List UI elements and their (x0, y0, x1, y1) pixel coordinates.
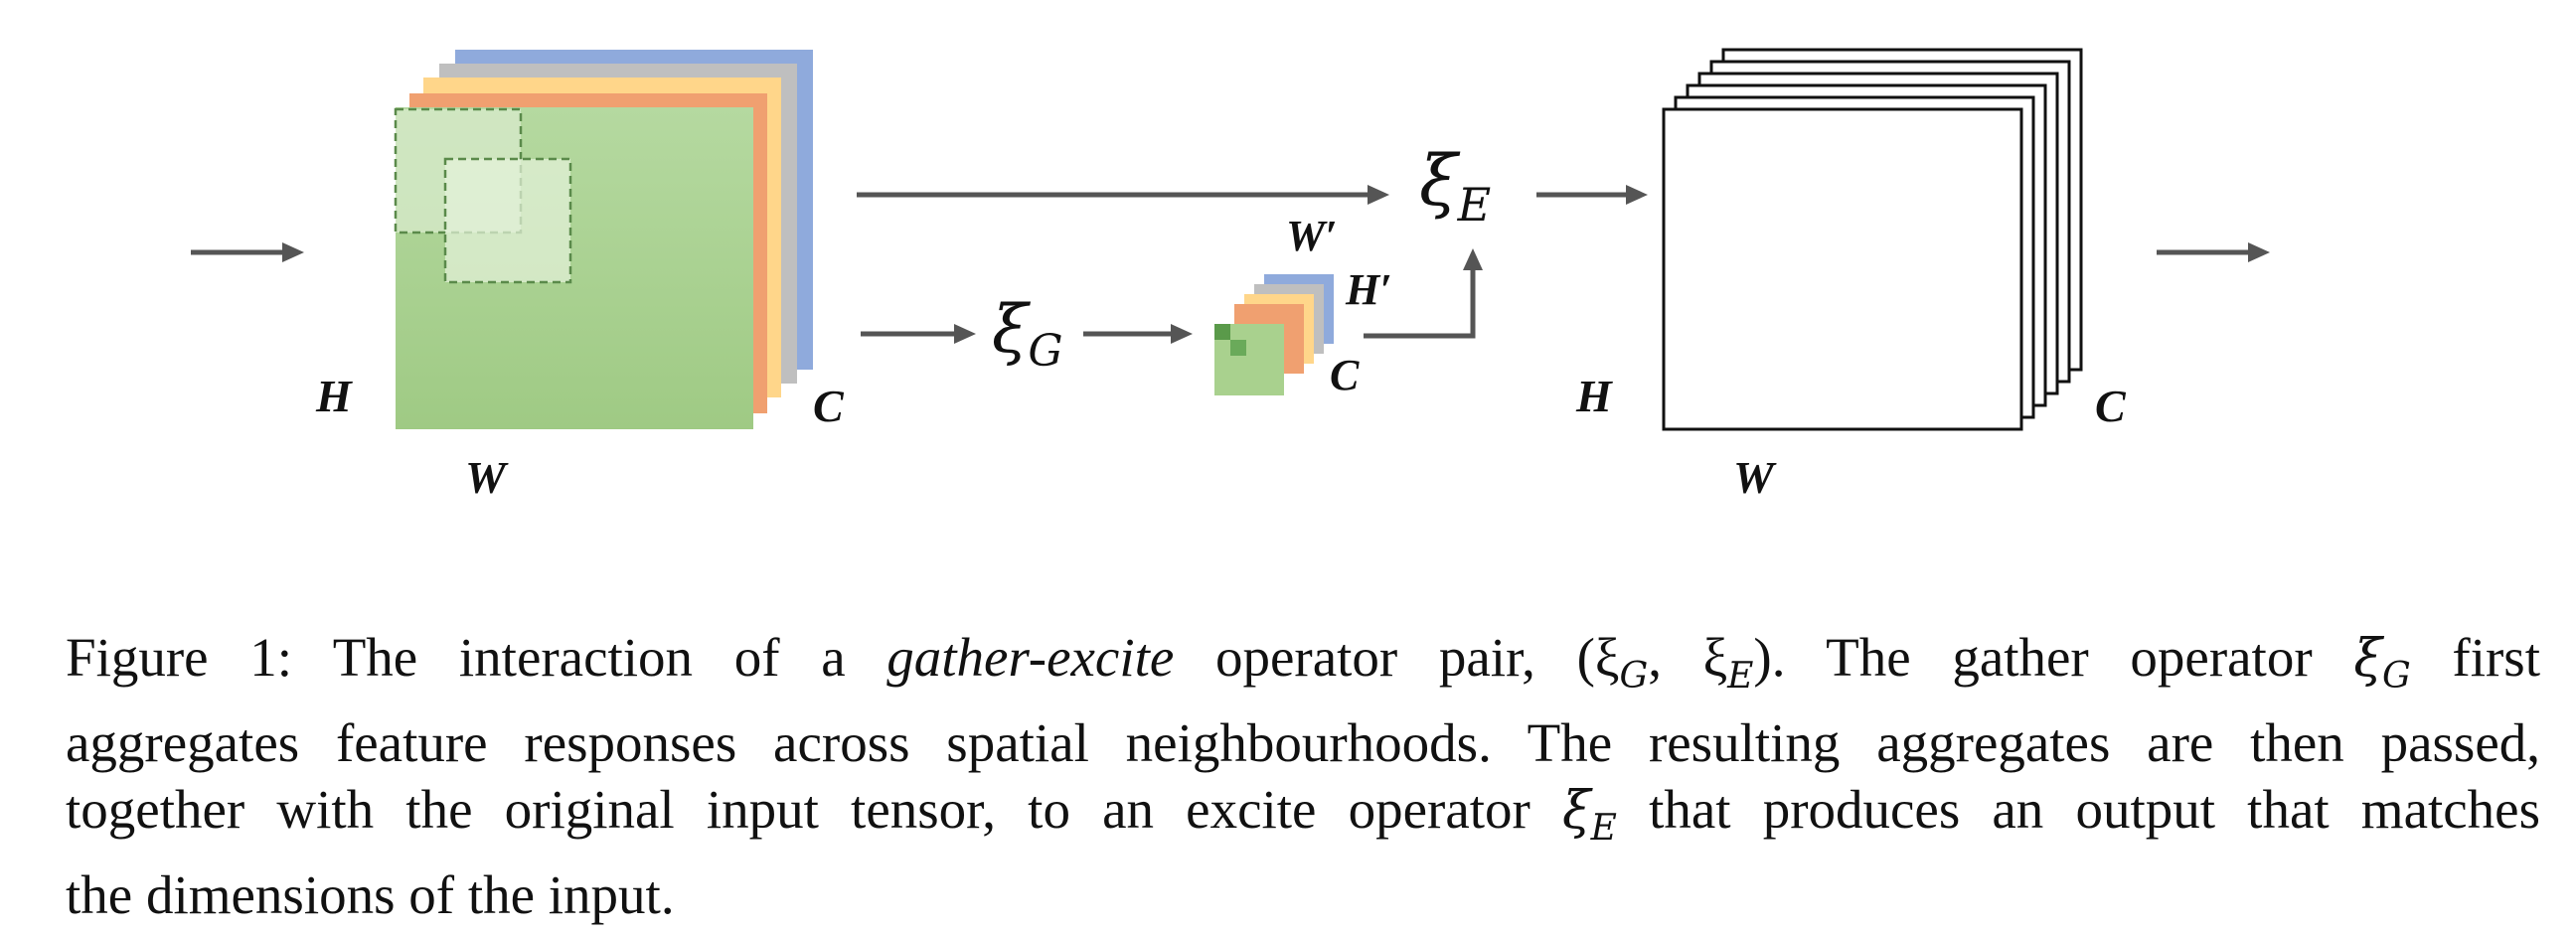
arrow-to-output (1536, 185, 1648, 205)
gathered-tensor (1214, 274, 1334, 395)
excite-operator-symbol: ξE (1419, 140, 1491, 232)
caption-line-4: the dimensions of the input. (66, 864, 675, 925)
arrow-to-gather (861, 324, 976, 344)
skip-arrow (857, 185, 1389, 205)
gather-excite-diagram: H W C ξG W′ H′ C ξE (191, 48, 2270, 503)
output-h-label: H (1575, 371, 1613, 421)
input-h-label: H (315, 371, 353, 421)
output-c-label: C (2095, 381, 2127, 431)
output-w-label: W (1733, 452, 1777, 503)
gather-operator-symbol: ξG (992, 291, 1063, 377)
caption-line-2: aggregates feature responses across spat… (66, 712, 2540, 773)
input-w-label: W (465, 452, 509, 503)
gathered-h-label: H′ (1345, 265, 1392, 314)
caption-line-1: Figure 1: The interaction of a gather-ex… (66, 627, 2540, 697)
gathered-c-label: C (1330, 351, 1360, 399)
arrow-to-aggregates (1083, 324, 1193, 344)
input-tensor (394, 50, 813, 429)
arrow-to-excite (1364, 248, 1483, 339)
neighbourhood-window-2 (443, 157, 572, 284)
output-tensor (1662, 48, 2083, 431)
gathered-w-label: W′ (1286, 212, 1338, 260)
figure-caption: Figure 1: The interaction of a gather-ex… (66, 624, 2540, 928)
input-arrow (191, 242, 304, 262)
input-c-label: C (813, 381, 845, 431)
caption-term: gather-excite (886, 627, 1175, 688)
caption-line-3: together with the original input tensor,… (66, 779, 2540, 849)
output-arrow (2157, 242, 2270, 262)
